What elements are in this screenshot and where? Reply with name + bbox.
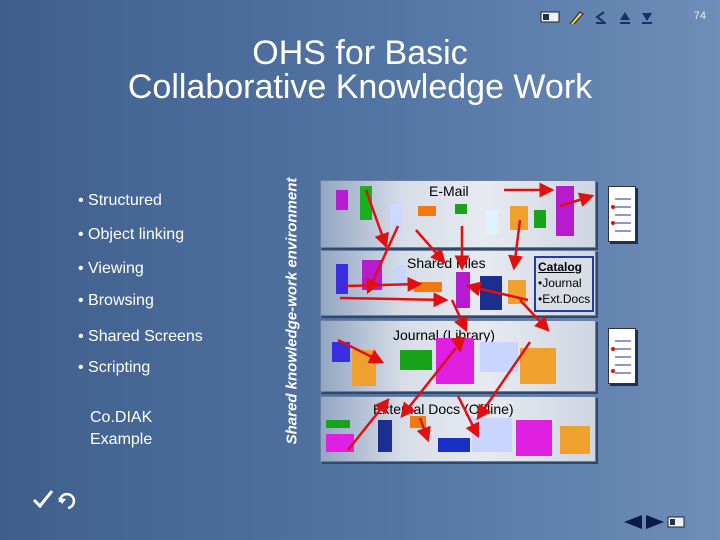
doc-block: [556, 186, 574, 236]
example-line-2: Example: [90, 431, 153, 448]
top-toolbar: [540, 6, 710, 28]
prev-slide-icon[interactable]: [594, 10, 608, 24]
checkmark-icon[interactable]: [32, 488, 54, 510]
title-line-1: OHS for Basic: [252, 34, 468, 72]
link-arrow: [347, 398, 390, 451]
bullet-scripting: • Scripting: [78, 359, 151, 376]
doc-block: [520, 348, 556, 384]
catalog-box[interactable]: Catalog •Journal •Ext.Docs: [534, 256, 594, 312]
doc-block: [326, 420, 350, 428]
doc-block: [510, 206, 528, 230]
link-arrow: [450, 299, 468, 333]
doc-block: [336, 264, 348, 294]
catalog-journal: •Journal: [538, 276, 582, 290]
doc-block: [394, 266, 406, 288]
link-arrow: [559, 192, 595, 208]
bullet-object-linking: • Object linking: [78, 226, 185, 243]
title-line-2: Collaborative Knowledge Work: [127, 68, 593, 106]
down-icon[interactable]: [640, 10, 654, 24]
slide-sorter-icon[interactable]: [666, 514, 688, 530]
email-label: E-Mail: [429, 183, 469, 199]
doc-block: [414, 282, 442, 292]
link-arrow: [450, 335, 466, 353]
next-arrow-icon[interactable]: [644, 514, 666, 530]
doc-block: [480, 276, 502, 310]
doc-block: [438, 438, 470, 452]
codiak-example-link[interactable]: Co.DIAK Example: [90, 407, 152, 451]
doc-block: [534, 210, 546, 228]
prev-slide-icon[interactable]: [622, 514, 644, 530]
journal-document-top: [608, 186, 636, 242]
up-icon[interactable]: [618, 10, 632, 24]
bullet-browsing: • Browsing: [78, 292, 154, 309]
link-arrow: [339, 292, 449, 308]
document-lines-icon: [611, 198, 631, 232]
slide-number: 74: [693, 10, 706, 22]
doc-block: [456, 272, 470, 308]
doc-block: [336, 190, 348, 210]
doc-block: [378, 420, 392, 452]
doc-block: [455, 204, 467, 214]
bullet-structured: • Structured: [78, 192, 162, 209]
doc-block: [516, 420, 552, 456]
catalog-title: Catalog: [538, 260, 583, 274]
bullet-shared-screens: • Shared Screens: [78, 328, 203, 345]
link-arrow: [415, 229, 446, 264]
doc-block: [418, 206, 436, 216]
slide-view-icon[interactable]: [540, 10, 560, 24]
slide-title: OHS for Basic Collaborative Knowledge Wo…: [0, 36, 720, 104]
doc-block: [360, 186, 372, 220]
document-lines-icon: [611, 340, 631, 374]
link-arrow: [456, 395, 480, 439]
journal-document-bottom: [608, 328, 636, 384]
link-arrow: [416, 417, 431, 443]
link-arrow: [364, 189, 389, 249]
doc-block: [400, 350, 432, 370]
catalog-ext-docs: •Ext.Docs: [538, 292, 591, 306]
doc-block: [486, 210, 498, 234]
doc-block: [560, 426, 590, 454]
pen-icon[interactable]: [568, 10, 584, 24]
link-arrow: [508, 219, 523, 271]
link-arrow: [465, 281, 529, 302]
back-arrow-icon[interactable]: [56, 488, 78, 510]
doc-block: [332, 342, 350, 362]
link-arrow: [400, 347, 457, 418]
example-line-1: Co.DIAK: [90, 409, 153, 426]
link-arrow: [519, 299, 550, 332]
bullet-viewing: • Viewing: [78, 260, 144, 277]
link-arrow: [345, 276, 423, 292]
doc-block: [326, 434, 354, 452]
link-arrow: [337, 338, 385, 364]
link-arrow: [476, 341, 532, 421]
link-arrow: [366, 225, 400, 295]
